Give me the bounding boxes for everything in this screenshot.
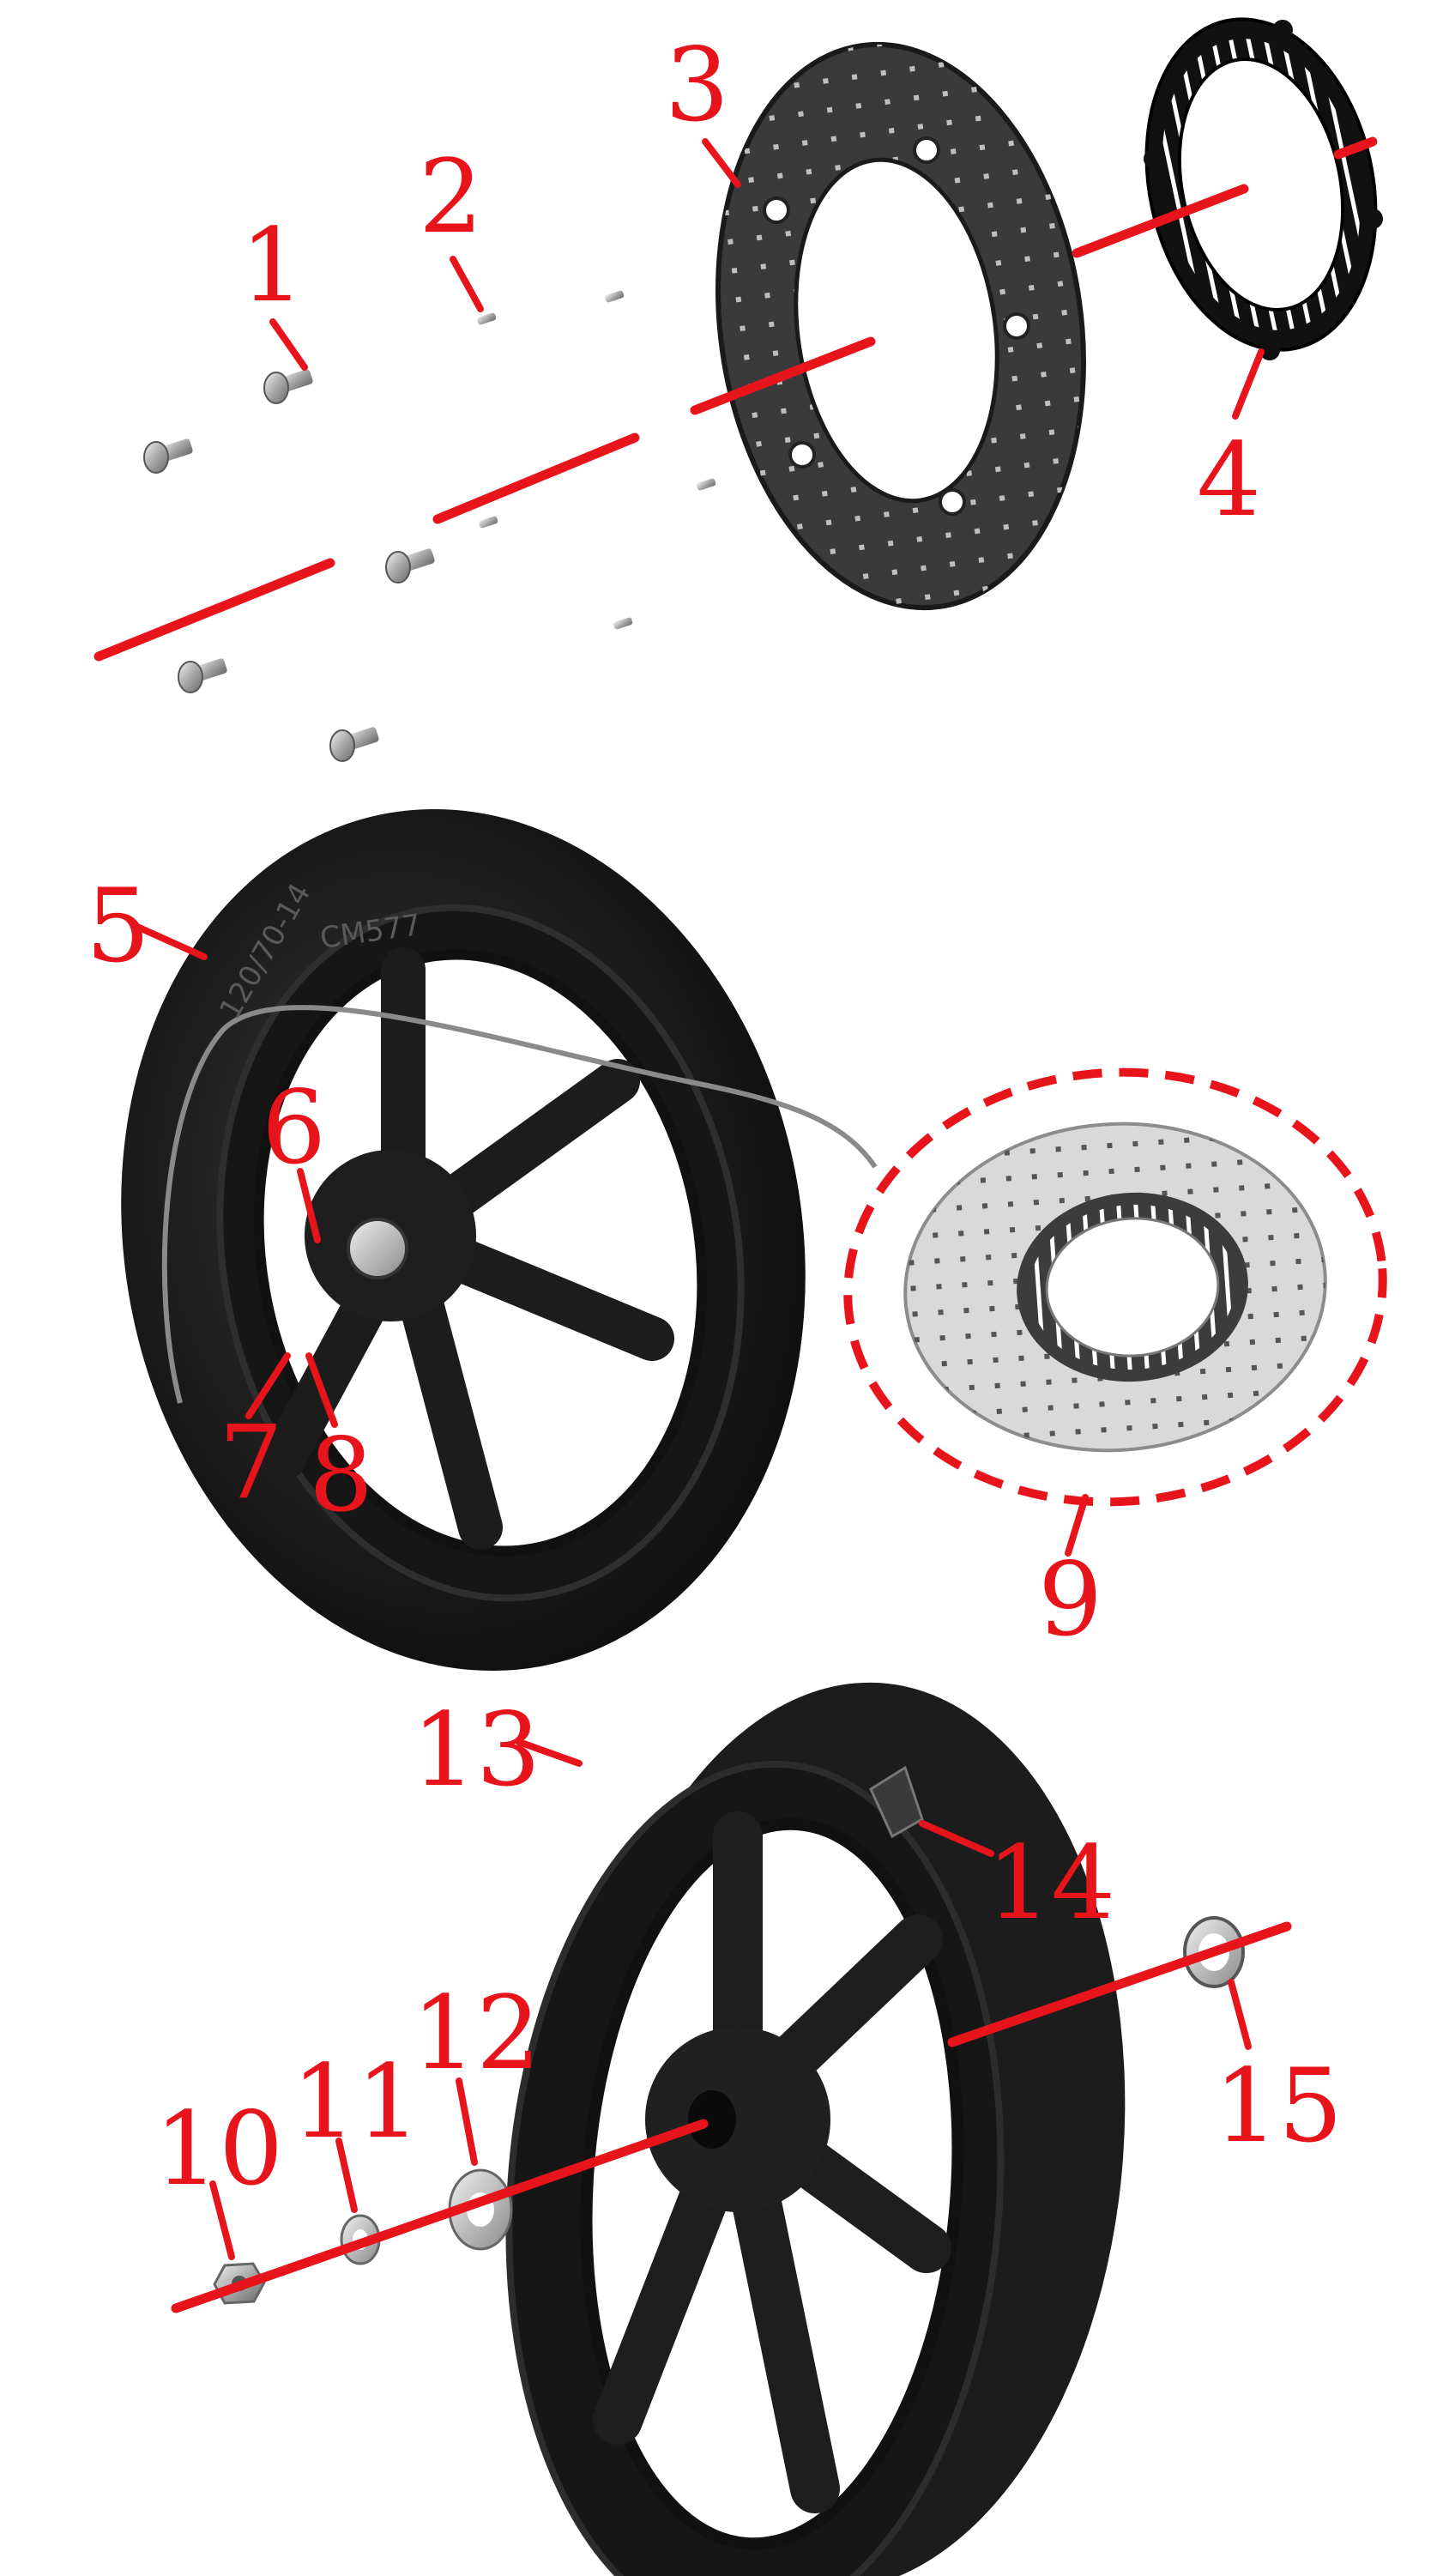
bolt-c: [385, 548, 435, 584]
callout-9: 9: [1038, 1540, 1102, 1659]
callout-6: 6: [262, 1068, 326, 1187]
callout-11: 11: [292, 2042, 420, 2161]
bolt-d: [178, 658, 227, 693]
small-screws: [477, 290, 716, 630]
callout-12: 12: [412, 1974, 540, 2092]
bolt-e: [329, 727, 379, 762]
callout-3: 3: [665, 26, 729, 144]
rim-part: [505, 1682, 1126, 2576]
callout-7: 7: [219, 1403, 283, 1521]
bottom-leader-lines: [209, 1738, 1252, 2260]
assembled-wheel-part: 120/70-14 CM577: [121, 808, 878, 1672]
top-exploded-axis-lines: [94, 136, 1378, 662]
callout-14: 14: [987, 1823, 1115, 1942]
callout-8: 8: [309, 1416, 373, 1534]
bolt-a: [263, 369, 313, 404]
callout-2: 2: [419, 137, 483, 256]
middle-leader-lines: [134, 923, 1089, 1557]
callout-1: 1: [240, 206, 305, 324]
brake-disc-part: [715, 41, 1086, 611]
disc-bolts: [143, 369, 435, 762]
callout-4: 4: [1197, 420, 1261, 539]
bottom-exploded-axis-lines: [171, 1921, 1292, 2313]
callout-15: 15: [1214, 2047, 1343, 2165]
abs-tone-ring-part: [1144, 17, 1383, 360]
callout-10: 10: [154, 2089, 283, 2208]
callout-labels: 1 2 3 4 5 6 7 8 9 10 11 12 13 14 15: [86, 26, 1343, 2208]
bolt-b: [143, 438, 193, 474]
callout-13: 13: [412, 1690, 540, 1809]
top-leader-lines: [269, 138, 1265, 420]
callout-5: 5: [86, 867, 150, 985]
disc-detail-part: [843, 1067, 1387, 1507]
